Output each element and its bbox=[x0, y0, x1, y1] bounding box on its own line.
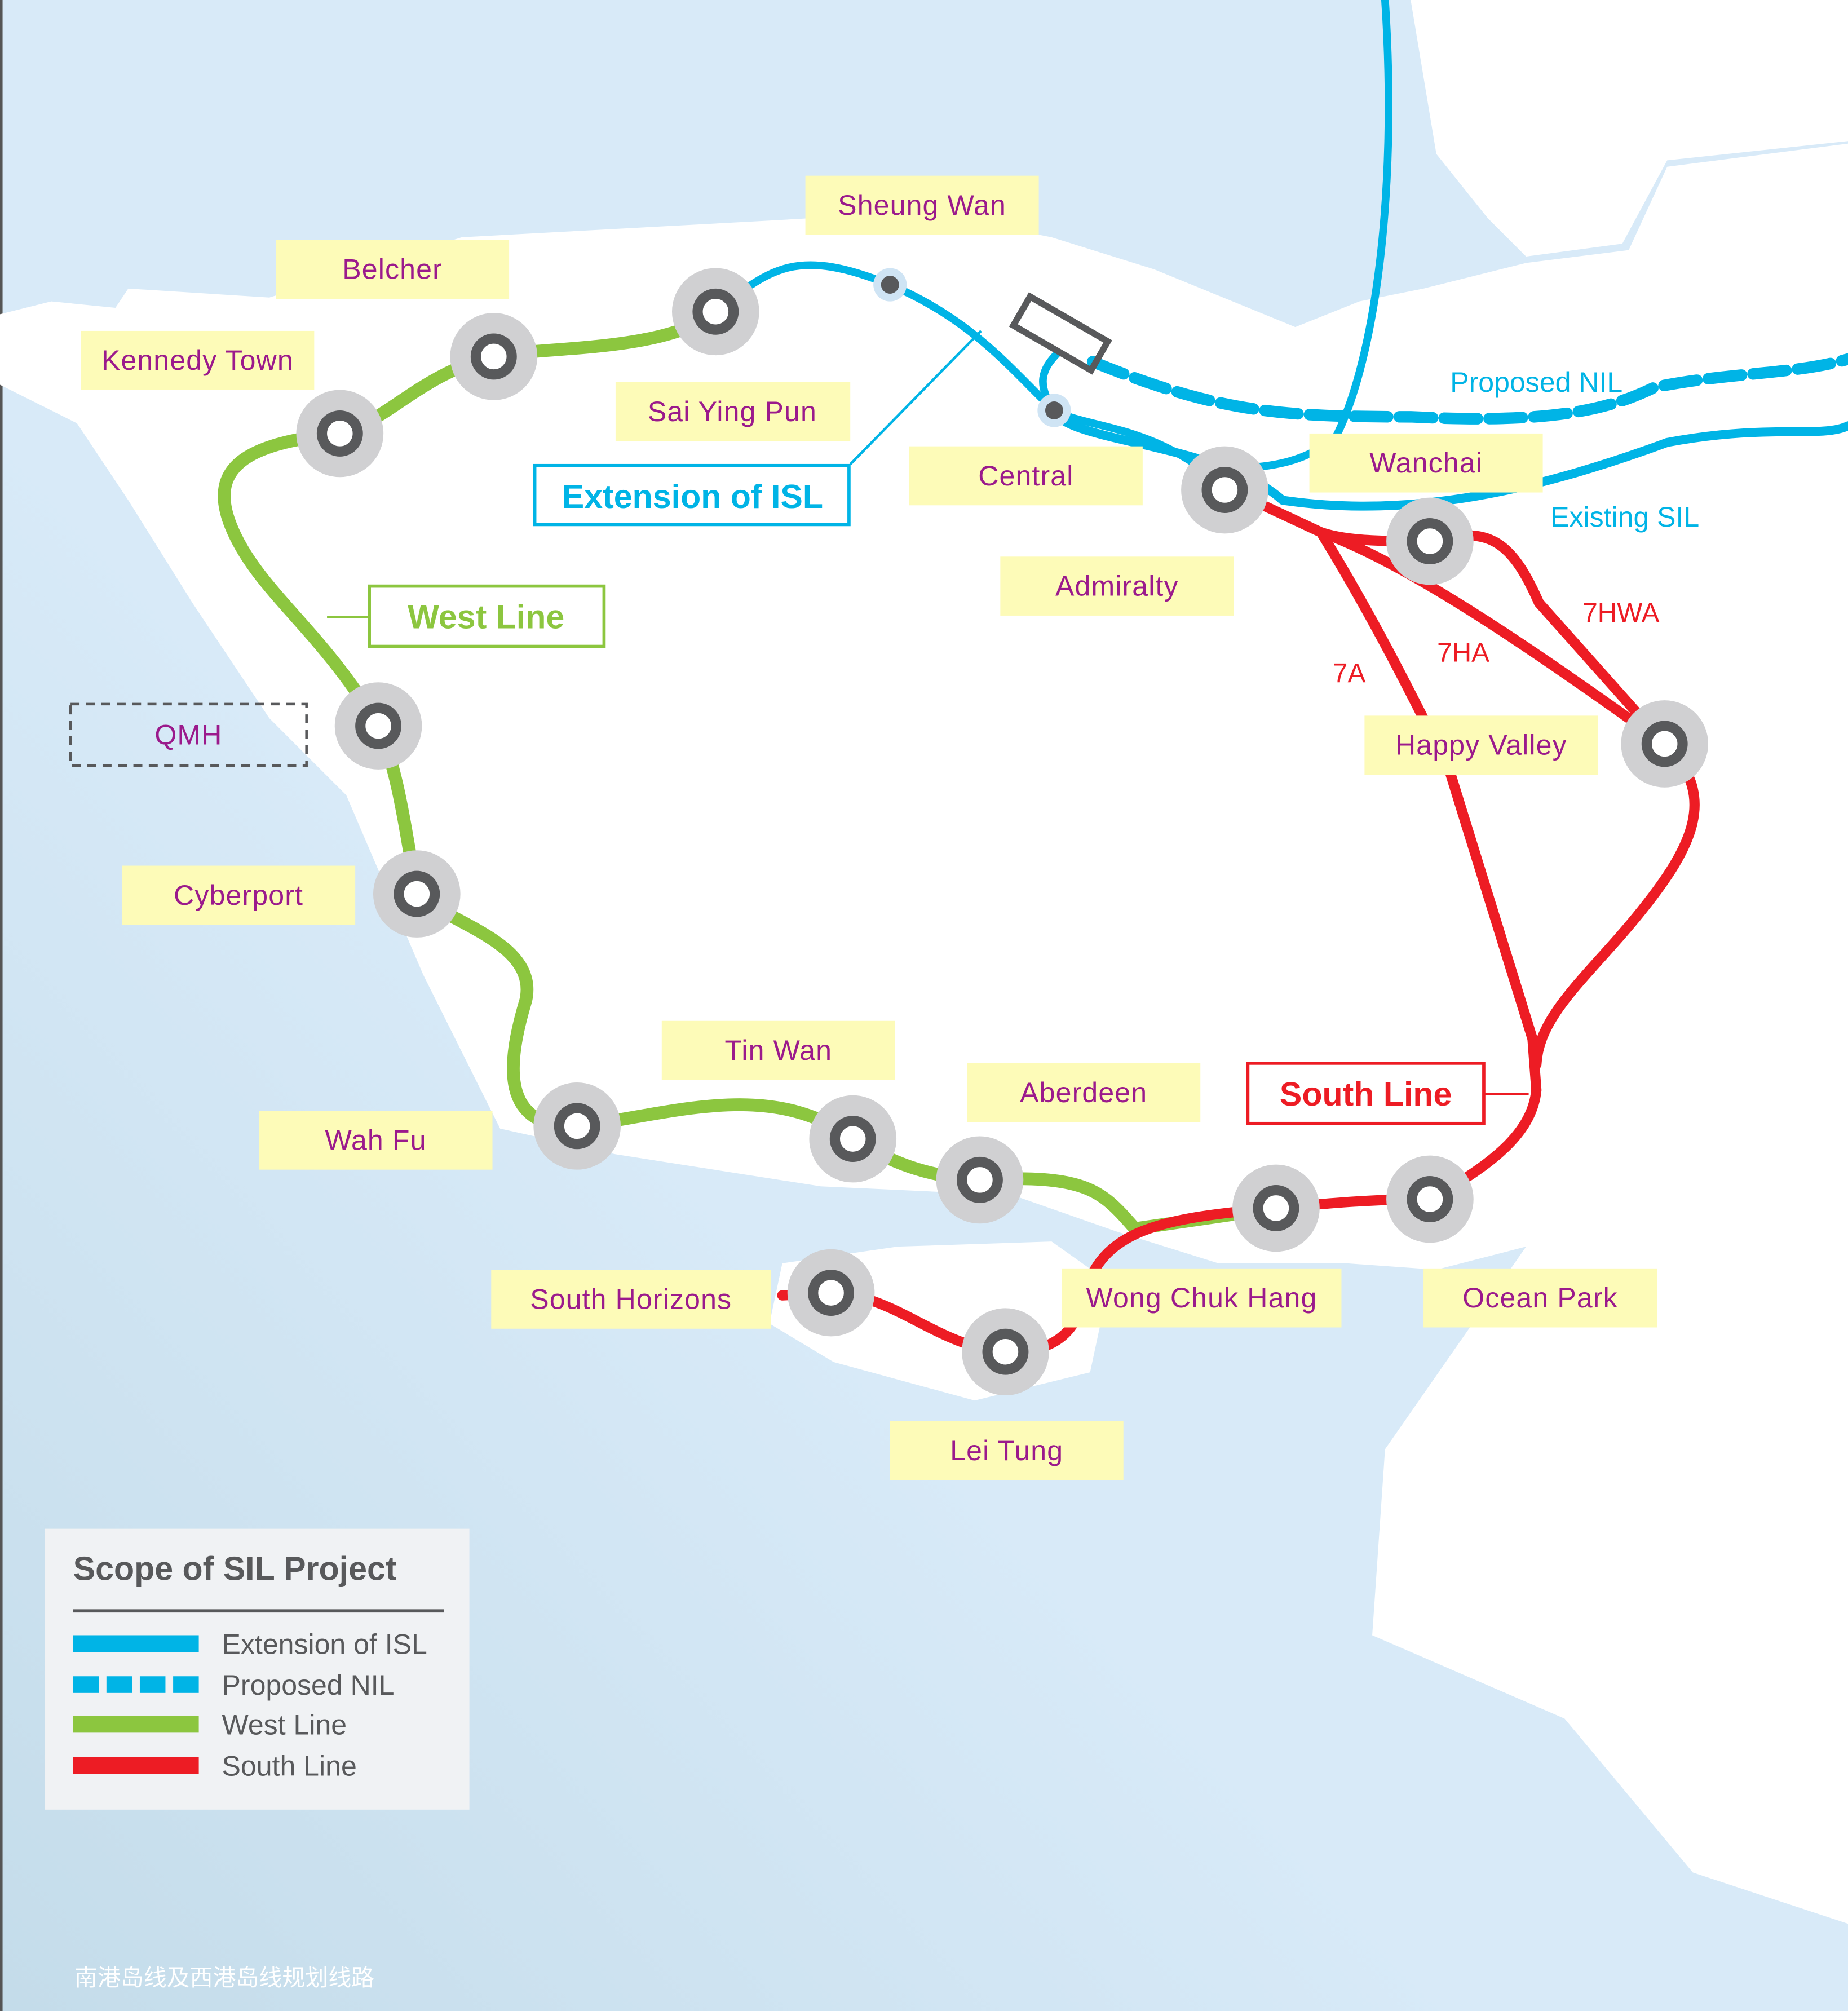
station-name: Sheung Wan bbox=[838, 189, 1006, 221]
left-border bbox=[0, 0, 3, 2011]
station-name: South Horizons bbox=[530, 1283, 732, 1315]
station-name: Wah Fu bbox=[325, 1124, 426, 1156]
station-marker-tin-wan[interactable] bbox=[809, 1095, 897, 1183]
label-south-horizons: South Horizons bbox=[491, 1270, 771, 1329]
station-name: Tin Wan bbox=[725, 1035, 833, 1066]
station-marker-cyberport[interactable] bbox=[373, 850, 461, 938]
nil-branch-line bbox=[1227, 0, 1392, 472]
label-cyberport: Cyberport bbox=[122, 865, 356, 925]
depot-icon bbox=[1009, 292, 1112, 375]
label-sheung-wan: Sheung Wan bbox=[805, 175, 1039, 235]
legend-item-label: Proposed NIL bbox=[222, 1669, 395, 1701]
station-name: Wanchai bbox=[1369, 447, 1483, 479]
station-name: Cyberport bbox=[174, 879, 303, 911]
station-marker-lei-tung[interactable] bbox=[962, 1308, 1049, 1396]
legend-item-label: South Line bbox=[222, 1750, 357, 1782]
station-name: Admiralty bbox=[1055, 571, 1179, 602]
station-marker-qmh[interactable] bbox=[334, 682, 422, 770]
label-proposed-nil: Proposed NIL bbox=[1450, 366, 1622, 398]
station-marker-wong-chuk-hang[interactable] bbox=[1232, 1164, 1320, 1252]
station-name: Wong Chuk Hang bbox=[1086, 1282, 1318, 1314]
solid-blue-line-icon bbox=[73, 1635, 199, 1652]
label-route-7ha: 7HA bbox=[1437, 638, 1489, 668]
station-marker-south-horizons[interactable] bbox=[787, 1249, 875, 1337]
label-kennedy-town: Kennedy Town bbox=[81, 330, 315, 390]
label-route-7hwa: 7HWA bbox=[1582, 598, 1659, 628]
label-existing-sil: Existing SIL bbox=[1550, 501, 1699, 533]
station-marker-belcher[interactable] bbox=[450, 313, 538, 400]
label-lei-tung: Lei Tung bbox=[890, 1421, 1124, 1480]
label-wanchai: Wanchai bbox=[1309, 433, 1543, 493]
kowloon-land bbox=[1411, 0, 1848, 257]
label-ocean-park: Ocean Park bbox=[1423, 1268, 1657, 1328]
legend-item-label: West Line bbox=[222, 1709, 347, 1741]
station-marker-wah-fu[interactable] bbox=[533, 1082, 621, 1170]
station-name: QMH bbox=[154, 719, 222, 751]
line-name: Extension of ISL bbox=[562, 478, 823, 515]
label-aberdeen: Aberdeen bbox=[967, 1063, 1201, 1122]
label-south-line: South Line bbox=[1246, 1062, 1486, 1125]
existing-sil-line bbox=[1049, 405, 1848, 511]
label-admiralty: Admiralty bbox=[1000, 556, 1234, 616]
legend-title: Scope of SIL Project bbox=[73, 1550, 397, 1588]
solid-green-line-icon bbox=[73, 1716, 199, 1733]
station-name: Sai Ying Pun bbox=[648, 396, 817, 427]
isl-extension-connector bbox=[849, 330, 982, 466]
station-marker-sai-ying-pun[interactable] bbox=[672, 268, 759, 356]
station-name: Happy Valley bbox=[1395, 730, 1567, 761]
legend: Scope of SIL Project Extension of ISL Pr… bbox=[45, 1528, 470, 1810]
label-extension-of-isl: Extension of ISL bbox=[533, 463, 851, 527]
label-wong-chuk-hang: Wong Chuk Hang bbox=[1062, 1268, 1342, 1328]
label-central: Central bbox=[909, 446, 1143, 506]
station-marker-sheung-wan[interactable] bbox=[873, 268, 907, 302]
station-name: Ocean Park bbox=[1462, 1282, 1618, 1314]
solid-red-line-icon bbox=[73, 1757, 199, 1774]
label-belcher: Belcher bbox=[276, 240, 510, 299]
label-happy-valley: Happy Valley bbox=[1364, 715, 1598, 775]
station-marker-admiralty[interactable] bbox=[1181, 446, 1268, 534]
dashed-blue-line-icon bbox=[73, 1676, 199, 1693]
line-name: South Line bbox=[1280, 1075, 1452, 1113]
station-name: Belcher bbox=[342, 254, 443, 285]
label-west-line: West Line bbox=[368, 584, 606, 648]
station-name: Kennedy Town bbox=[101, 344, 294, 376]
label-wah-fu: Wah Fu bbox=[259, 1111, 493, 1170]
station-name: Lei Tung bbox=[950, 1435, 1063, 1466]
station-marker-happy-valley[interactable] bbox=[1621, 700, 1709, 788]
station-name: Aberdeen bbox=[1020, 1077, 1147, 1108]
station-marker-ocean-park[interactable] bbox=[1386, 1155, 1474, 1243]
map-caption: 南港岛线及西港岛线规划线路 bbox=[74, 1965, 374, 1991]
label-qmh: QMH bbox=[69, 702, 308, 767]
label-tin-wan: Tin Wan bbox=[661, 1020, 895, 1080]
station-marker-central[interactable] bbox=[1037, 394, 1071, 427]
proposed-nil-line bbox=[1086, 353, 1848, 425]
label-route-7a: 7A bbox=[1333, 658, 1366, 688]
line-name: West Line bbox=[408, 598, 564, 636]
station-name: Central bbox=[978, 460, 1073, 492]
legend-item-label: Extension of ISL bbox=[222, 1628, 427, 1660]
station-marker-wanchai-south[interactable] bbox=[1386, 497, 1474, 585]
station-marker-kennedy-town[interactable] bbox=[296, 390, 384, 478]
label-sai-ying-pun: Sai Ying Pun bbox=[615, 382, 851, 441]
station-marker-aberdeen[interactable] bbox=[936, 1136, 1024, 1224]
